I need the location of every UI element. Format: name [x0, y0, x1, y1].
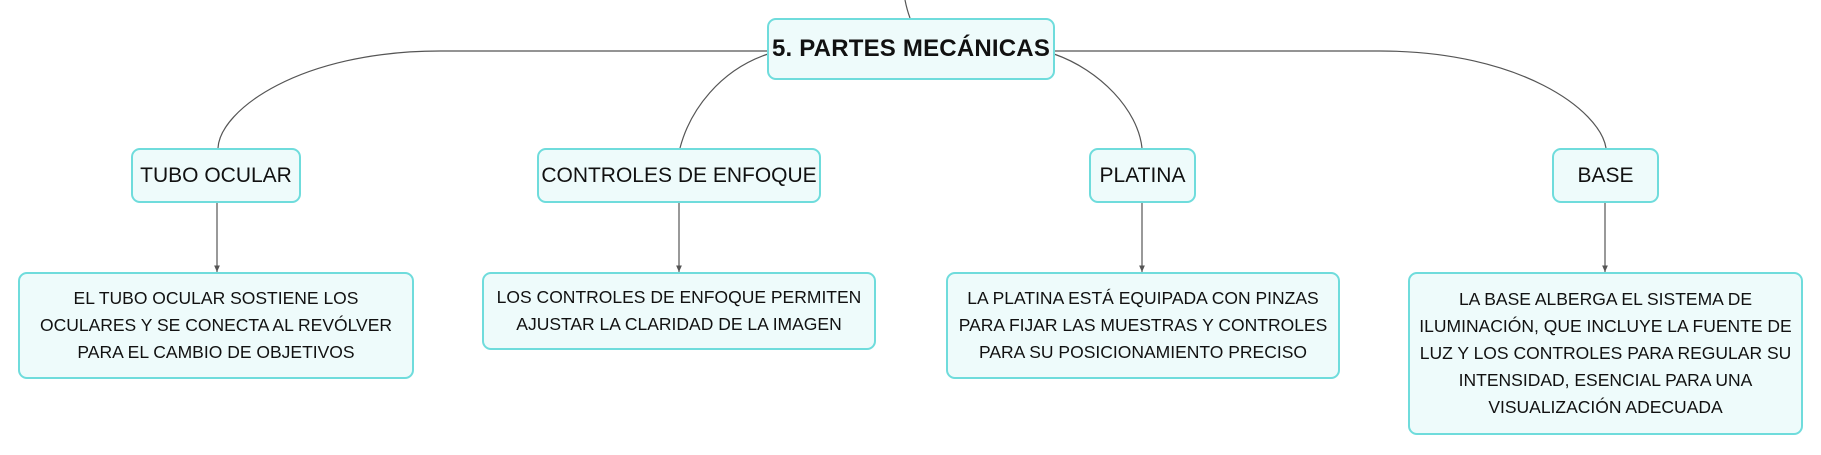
connector-root-tubo-ocular: [217, 50, 768, 149]
detail-text: LA BASE ALBERGA EL SISTEMA DE ILUMINACIÓ…: [1419, 289, 1792, 417]
branch-label: PLATINA: [1099, 163, 1186, 187]
branch-tubo-ocular[interactable]: TUBO OCULAR: [131, 148, 301, 203]
detail-text: LA PLATINA ESTÁ EQUIPADA CON PINZAS PARA…: [958, 288, 1328, 362]
connector-root-base: [1054, 50, 1607, 149]
root-topic-label: 5. PARTES MECÁNICAS: [771, 35, 1051, 62]
detail-platina[interactable]: LA PLATINA ESTÁ EQUIPADA CON PINZAS PARA…: [946, 272, 1340, 379]
branch-platina[interactable]: PLATINA: [1089, 148, 1196, 203]
detail-tubo-ocular[interactable]: EL TUBO OCULAR SOSTIENE LOS OCULARES Y S…: [18, 272, 414, 379]
branch-label: CONTROLES DE ENFOQUE: [541, 163, 817, 187]
incoming-connector: [904, 0, 911, 19]
detail-text: EL TUBO OCULAR SOSTIENE LOS OCULARES Y S…: [39, 288, 393, 362]
detail-controles-enfoque[interactable]: LOS CONTROLES DE ENFOQUE PERMITEN AJUSTA…: [482, 272, 876, 350]
detail-text: LOS CONTROLES DE ENFOQUE PERMITEN AJUSTA…: [496, 287, 862, 334]
detail-base[interactable]: LA BASE ALBERGA EL SISTEMA DE ILUMINACIÓ…: [1408, 272, 1803, 435]
branch-base[interactable]: BASE: [1552, 148, 1659, 203]
branch-label: TUBO OCULAR: [140, 163, 292, 187]
connector-root-platina: [1053, 53, 1143, 149]
branch-label: BASE: [1577, 163, 1634, 187]
branch-controles-enfoque[interactable]: CONTROLES DE ENFOQUE: [537, 148, 821, 203]
root-topic[interactable]: 5. PARTES MECÁNICAS: [767, 18, 1055, 80]
connector-root-controles-enfoque: [679, 53, 769, 149]
